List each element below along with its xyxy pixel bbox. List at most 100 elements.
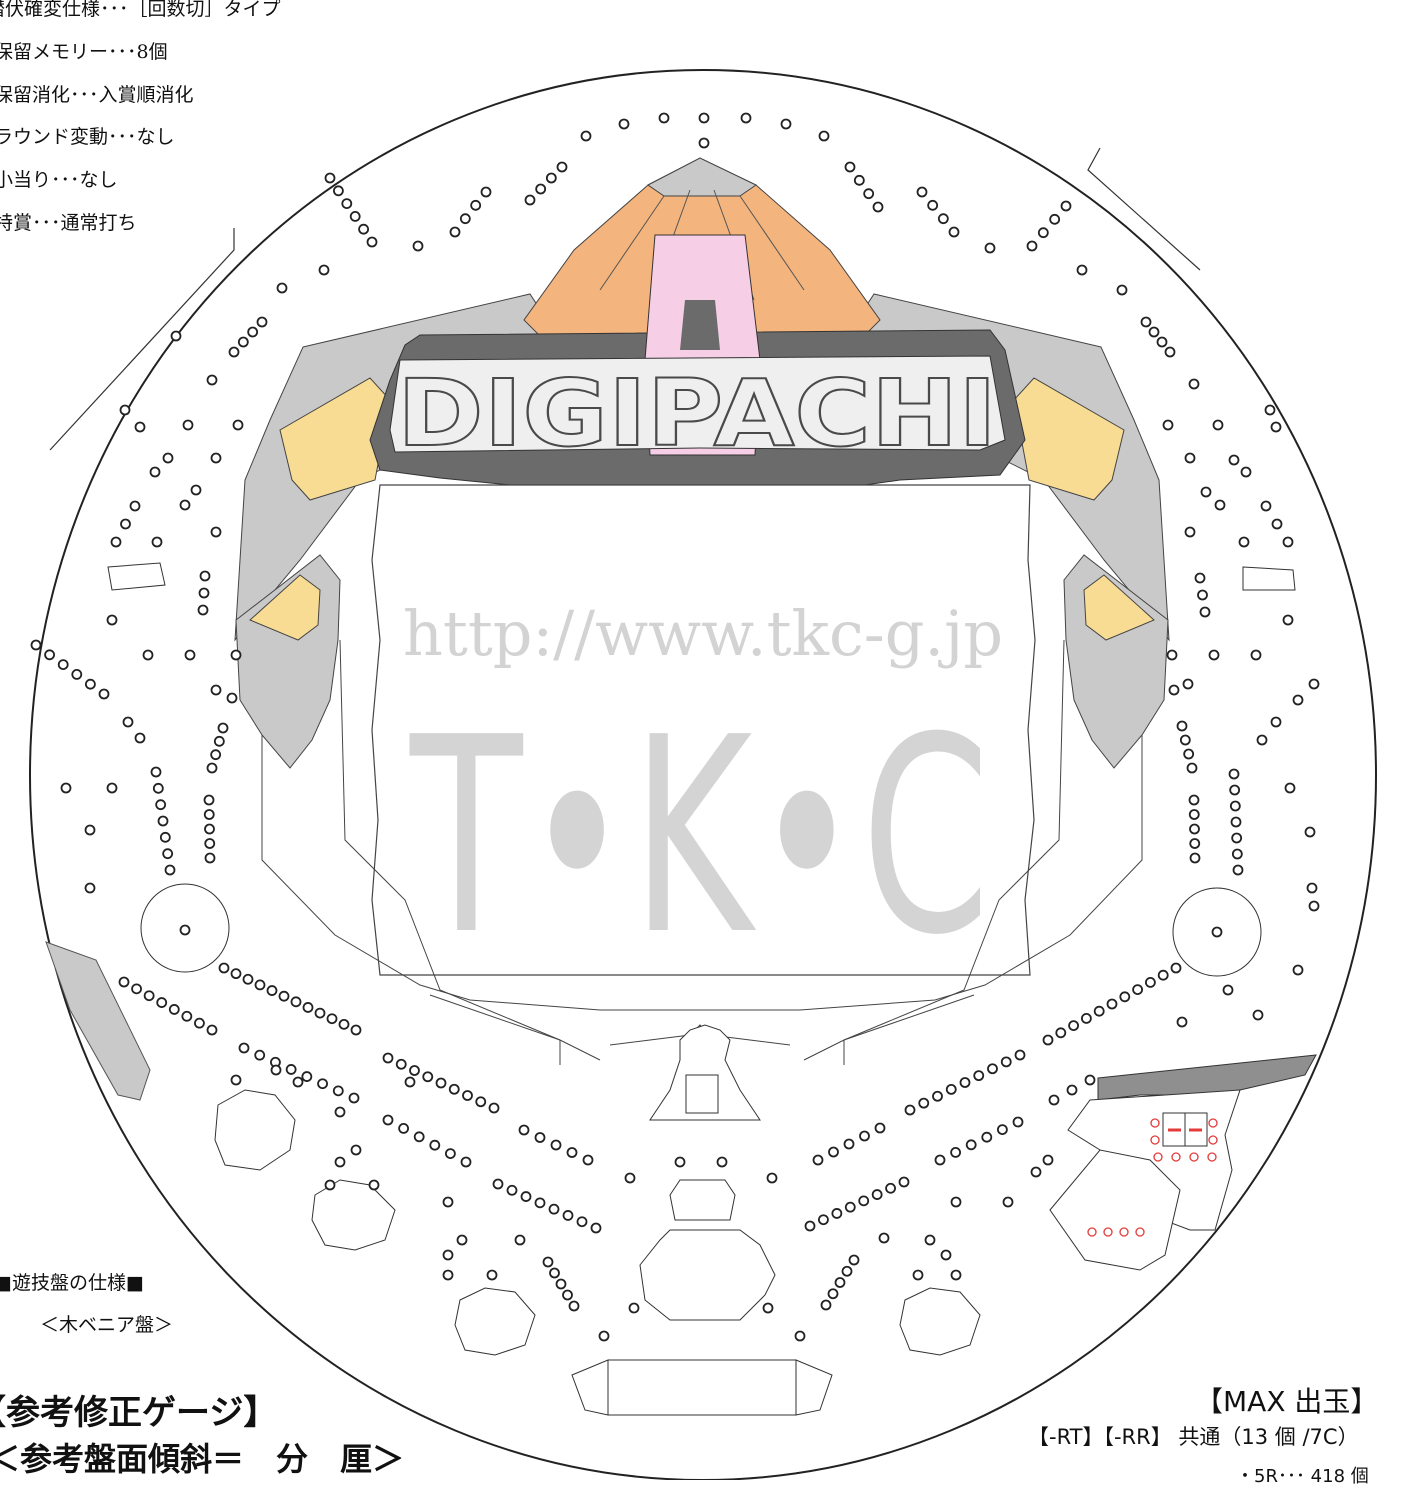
nail — [110, 536, 122, 548]
attacker-nails — [1087, 1118, 1218, 1237]
nail — [204, 823, 215, 835]
nail — [1284, 782, 1296, 794]
nail — [1049, 213, 1061, 225]
nail — [1000, 1056, 1012, 1068]
nail — [812, 1154, 824, 1166]
nail — [134, 421, 146, 433]
nail — [542, 1256, 554, 1268]
nail — [1168, 684, 1180, 696]
nails — [30, 112, 1320, 1342]
nail — [1208, 1135, 1218, 1145]
nail — [1208, 1118, 1218, 1128]
nail — [853, 174, 865, 186]
nail — [1264, 404, 1276, 416]
nail — [170, 330, 182, 342]
nail — [230, 968, 242, 980]
nail — [442, 1196, 454, 1208]
nail — [534, 1132, 546, 1143]
nail — [1256, 734, 1268, 746]
nail — [1186, 762, 1198, 774]
nail — [204, 838, 216, 849]
nail — [918, 1097, 930, 1109]
nail — [1164, 346, 1176, 358]
nail — [1150, 1135, 1160, 1145]
nail — [486, 1269, 498, 1281]
nail — [924, 1234, 936, 1246]
nail — [85, 678, 96, 690]
nail — [442, 1249, 454, 1261]
center-start-pocket — [639, 1024, 776, 1321]
nail — [948, 226, 960, 238]
nail — [858, 1195, 870, 1207]
nail — [698, 137, 710, 149]
nail — [159, 831, 171, 843]
nail — [232, 419, 244, 431]
nail — [368, 1179, 380, 1191]
nail — [179, 924, 191, 936]
nail — [1260, 500, 1272, 512]
nail — [217, 722, 229, 734]
nail — [1292, 964, 1304, 976]
nail — [555, 1278, 567, 1290]
nail — [152, 782, 164, 794]
nail — [1189, 1152, 1199, 1162]
nail — [462, 1090, 473, 1101]
nail — [1189, 823, 1200, 835]
nail — [965, 1139, 977, 1151]
nail — [120, 518, 131, 530]
nail — [1252, 1009, 1264, 1021]
nail — [1012, 1116, 1024, 1128]
nail — [1162, 419, 1174, 431]
nail — [1282, 536, 1294, 548]
nail — [582, 1154, 594, 1166]
nail — [1197, 589, 1208, 601]
nail — [444, 1148, 456, 1159]
nail — [549, 1267, 560, 1279]
nail — [940, 1249, 952, 1261]
nail — [435, 1077, 447, 1089]
nail — [1002, 1196, 1014, 1208]
nail — [143, 990, 155, 1002]
nail — [456, 1234, 468, 1246]
nail — [422, 1071, 434, 1083]
nail — [230, 1074, 242, 1086]
nail — [213, 735, 225, 747]
nail — [314, 1007, 326, 1019]
nail — [566, 1147, 578, 1158]
nail — [301, 1071, 313, 1082]
nail — [871, 1189, 883, 1200]
nail — [429, 1139, 441, 1151]
nail — [1304, 826, 1316, 838]
nail — [1106, 998, 1118, 1010]
nail — [480, 186, 492, 198]
nail — [1182, 678, 1194, 690]
nail — [1207, 1152, 1217, 1162]
nail — [1119, 1227, 1129, 1237]
nail — [409, 1065, 420, 1076]
nail — [545, 172, 557, 184]
nail — [658, 112, 670, 124]
nail — [1282, 614, 1294, 626]
nail — [1222, 984, 1234, 996]
nail — [203, 794, 215, 806]
nail — [302, 1002, 314, 1013]
lcd-window — [371, 484, 1036, 976]
nail — [1042, 1034, 1054, 1046]
nail — [780, 118, 792, 130]
nail — [1153, 1152, 1163, 1162]
nail — [1171, 1152, 1181, 1162]
right-attacker — [1049, 1054, 1317, 1271]
nail — [562, 1289, 573, 1301]
spec-line-3: 保留消化･･･入賞順消化 — [0, 84, 194, 106]
nail — [534, 1197, 546, 1209]
nail — [762, 1302, 774, 1314]
nail — [874, 1122, 886, 1134]
nail — [1026, 240, 1038, 252]
nail — [535, 183, 547, 195]
nail — [1183, 748, 1195, 760]
nail — [1238, 536, 1250, 548]
nail — [266, 985, 278, 996]
nail — [1048, 1094, 1060, 1106]
spec-line-6: 特賞･･･通常打ち — [0, 212, 137, 234]
nail — [950, 1269, 962, 1281]
